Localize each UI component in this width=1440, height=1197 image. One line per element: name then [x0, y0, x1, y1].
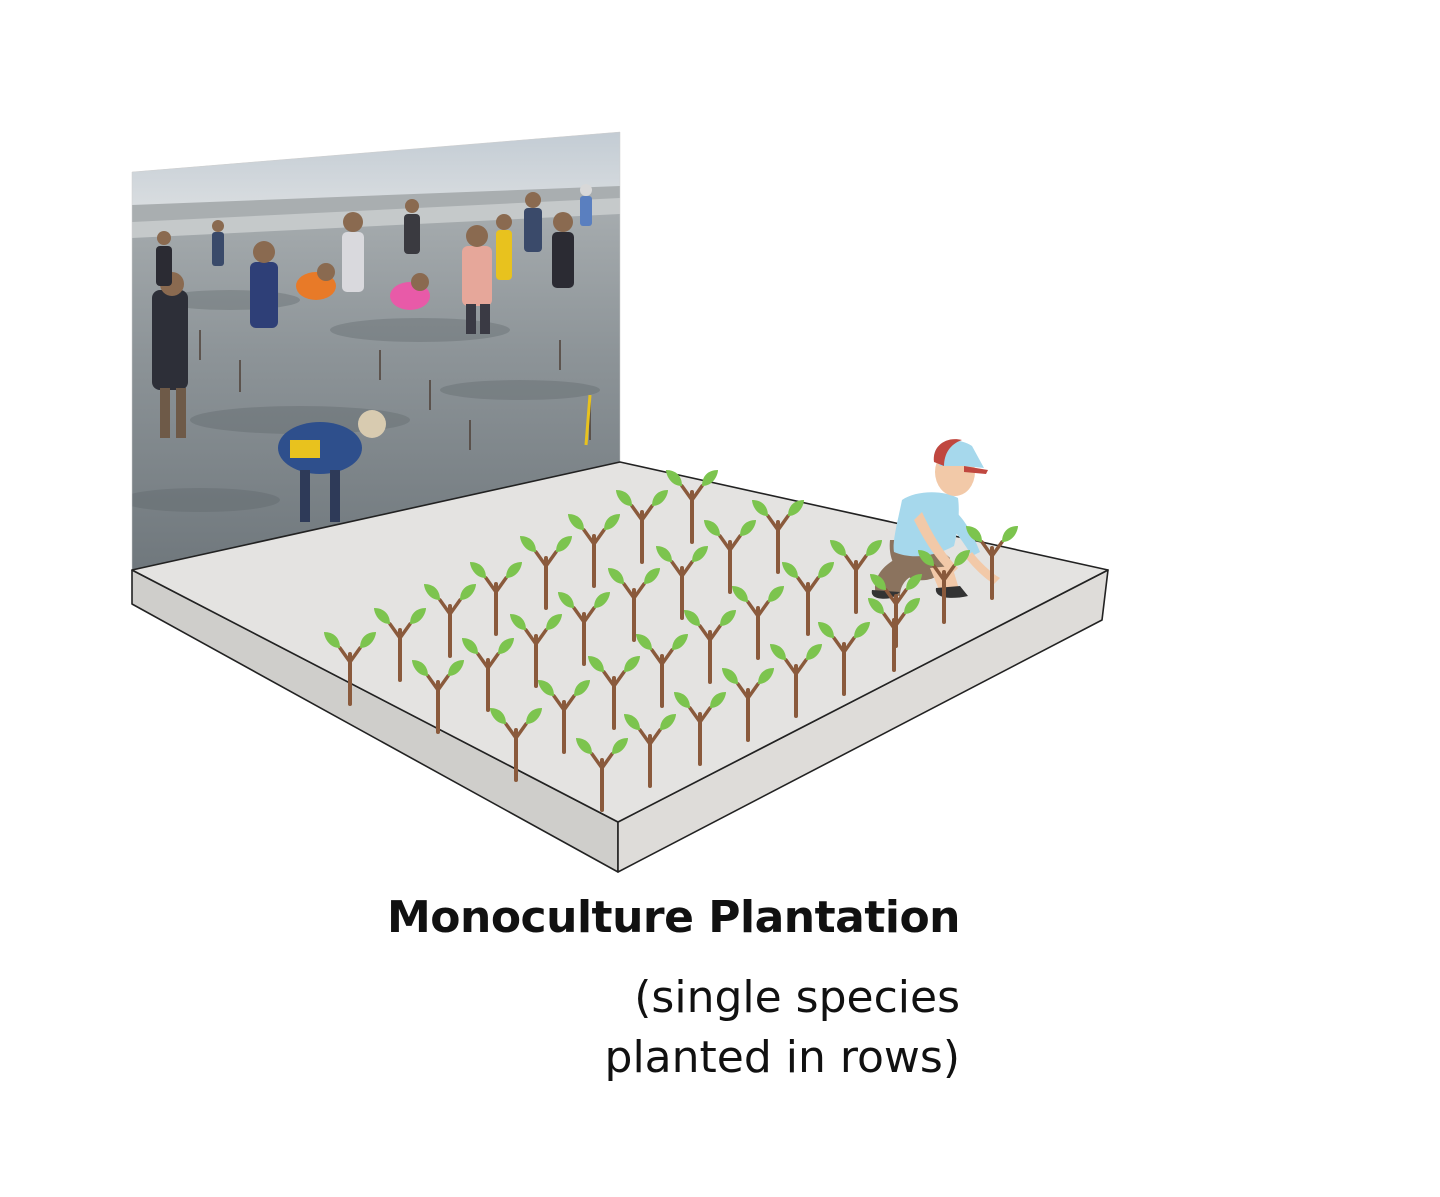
volunteer-figures: [152, 184, 592, 522]
figure-title: Monoculture Plantation: [386, 892, 961, 943]
platform-top: [131, 461, 1109, 823]
person-planting-icon: [871, 439, 1000, 599]
figure-subtitle-line2: planted in rows): [604, 1032, 960, 1083]
platform: [131, 461, 1109, 873]
field-photo: [132, 132, 620, 570]
figure-subtitle-line1: (single species: [634, 972, 960, 1023]
